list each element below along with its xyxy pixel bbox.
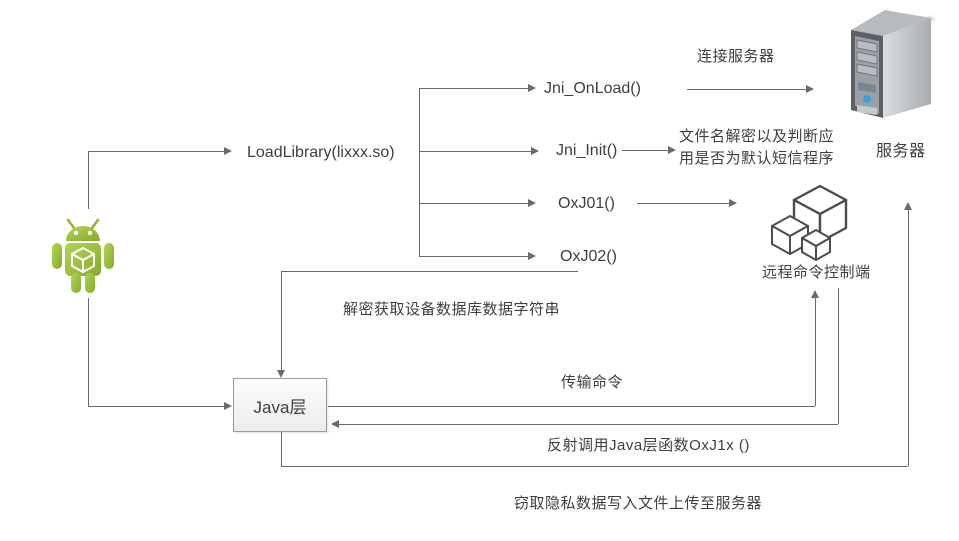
node-oxj02: OxJ02() (560, 248, 617, 265)
arrowhead-to-loadlibrary (224, 147, 232, 155)
connector-java-remote-h (328, 406, 815, 407)
connector-oxj01-remote (637, 203, 730, 204)
connector-branch-oxj01 (419, 203, 529, 204)
arrowhead-to-oxj01 (528, 199, 536, 207)
connector-android-loadlibrary-h (88, 151, 225, 152)
node-server-label: 服务器 (876, 143, 926, 160)
connector-branch-oxj02 (419, 256, 529, 257)
connector-remote-java-v (838, 288, 839, 424)
node-jni-init: Jni_Init() (556, 142, 618, 159)
connector-java-remote-v (815, 298, 816, 406)
node-remote-control-label: 远程命令控制端 (762, 264, 871, 281)
server-tower-icon (841, 4, 937, 127)
node-load-library: LoadLibrary(lixxx.so) (247, 144, 395, 161)
connector-oxj02-java-h (281, 271, 578, 272)
edge-label-steal-upload: 窃取隐私数据写入文件上传至服务器 (514, 495, 763, 512)
edge-label-connect-server: 连接服务器 (697, 48, 775, 65)
arrowhead-to-server-top (806, 85, 814, 93)
edge-label-decrypt-db: 解密获取设备数据库数据字符串 (343, 301, 561, 318)
connector-android-java-v (88, 298, 89, 406)
edge-label-filename-decrypt-line2: 用是否为默认短信程序 (679, 150, 835, 167)
node-oxj01: OxJ01() (558, 195, 615, 212)
edge-label-transmit-command: 传输命令 (561, 374, 624, 391)
edge-label-reflect-call: 反射调用Java层函数OxJ1x () (547, 437, 750, 454)
connector-java-server-v1 (281, 432, 282, 466)
node-jni-onload: Jni_OnLoad() (544, 80, 641, 97)
java-layer-box: Java层 (233, 378, 327, 432)
java-layer-label: Java层 (253, 397, 307, 417)
connector-jniinit-text (622, 150, 669, 151)
arrowhead-into-remote-bottom (811, 290, 819, 298)
android-robot-icon (49, 215, 117, 304)
edge-label-filename-decrypt: 文件名解密以及判断应 用是否为默认短信程序 (679, 126, 855, 170)
arrowhead-into-java-top (277, 370, 285, 378)
connector-android-loadlibrary-v (88, 151, 89, 209)
connector-branch-jnionload (419, 88, 529, 89)
arrowhead-to-jniinit (531, 147, 539, 155)
connector-java-server-h (281, 466, 908, 467)
connector-bracket-v (419, 88, 420, 257)
connector-branch-jniinit (419, 151, 532, 152)
edge-label-filename-decrypt-line1: 文件名解密以及判断应 (679, 128, 835, 145)
command-cubes-icon (758, 176, 860, 271)
connector-jnionload-server (687, 89, 807, 90)
arrowhead-into-server-bottom (904, 202, 912, 210)
connector-android-java-h (88, 406, 225, 407)
arrowhead-to-filename-text (668, 146, 676, 154)
arrowhead-to-remote (729, 199, 737, 207)
connector-oxj02-java-v (281, 271, 282, 370)
arrowhead-into-java-left (224, 402, 232, 410)
arrowhead-to-jnionload (528, 84, 536, 92)
arrowhead-into-java-right (331, 420, 339, 428)
arrowhead-to-oxj02 (528, 252, 536, 260)
connector-remote-java-h (339, 424, 838, 425)
connector-java-server-v2 (908, 210, 909, 466)
